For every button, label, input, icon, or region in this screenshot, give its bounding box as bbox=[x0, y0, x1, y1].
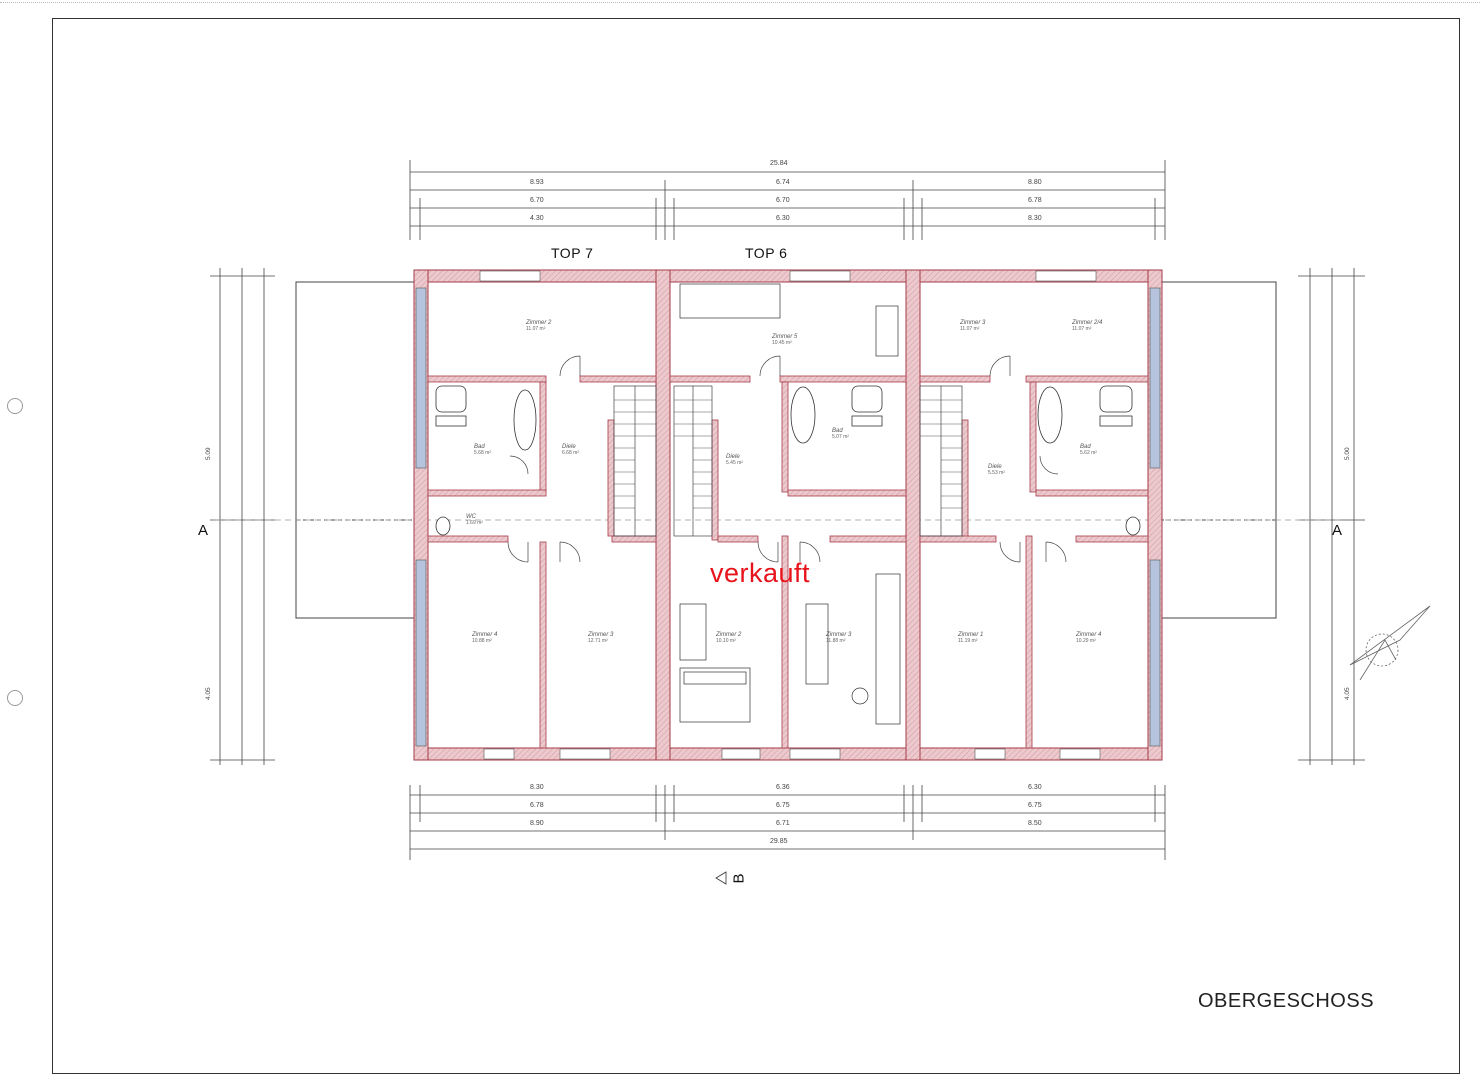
punch-hole-bottom bbox=[7, 690, 23, 706]
dim-bottom-r1-b: 6.36 bbox=[776, 784, 790, 791]
dim-bottom-r3-c: 8.50 bbox=[1028, 820, 1042, 827]
dim-bottom-r2-a: 6.78 bbox=[530, 802, 544, 809]
dim-right-upper: 5.00 bbox=[1344, 447, 1351, 460]
north-arrow-icon bbox=[1349, 605, 1431, 681]
dim-top-r2-b: 6.70 bbox=[776, 197, 790, 204]
dim-top-r1-c: 8.80 bbox=[1028, 179, 1042, 186]
sold-stamp: verkauft bbox=[710, 558, 811, 588]
dim-left-upper: 5.09 bbox=[205, 447, 212, 460]
drawing-frame bbox=[52, 18, 1460, 1074]
dim-top-r2-c: 6.78 bbox=[1028, 197, 1042, 204]
dim-top-r3-c: 8.30 bbox=[1028, 215, 1042, 222]
dim-top-r1-a: 8.93 bbox=[530, 179, 544, 186]
furniture bbox=[679, 283, 901, 725]
section-mark-bottom: B bbox=[730, 873, 748, 884]
dim-bottom-r3-b: 6.71 bbox=[776, 820, 790, 827]
sheet-title: OBERGESCHOSS bbox=[1198, 990, 1375, 1012]
section-mark-right: A bbox=[1332, 522, 1343, 539]
dim-left-lower: 4.05 bbox=[205, 687, 212, 700]
staircases bbox=[613, 385, 963, 537]
dim-top-r3-b: 6.30 bbox=[776, 215, 790, 222]
interior-walls bbox=[427, 375, 1149, 749]
section-mark-left: A bbox=[198, 522, 209, 539]
sheet-top-dashline bbox=[0, 2, 1480, 3]
dim-bottom-r2-b: 6.75 bbox=[776, 802, 790, 809]
windows bbox=[415, 270, 1161, 760]
balconies bbox=[295, 281, 1277, 619]
dim-bottom-r1-c: 6.30 bbox=[1028, 784, 1042, 791]
punch-hole-top bbox=[7, 398, 23, 414]
dim-bottom-r1-a: 8.30 bbox=[530, 784, 544, 791]
dim-top-overall: 25.84 bbox=[770, 160, 788, 167]
bottom-dimension-lines bbox=[409, 785, 1166, 860]
unit-label-top-6: TOP 6 bbox=[745, 245, 788, 261]
dim-bottom-r2-c: 6.75 bbox=[1028, 802, 1042, 809]
dim-bottom-overall: 29.85 bbox=[770, 838, 788, 845]
dim-right-lower: 4.05 bbox=[1344, 687, 1351, 700]
stair-treads bbox=[614, 399, 962, 509]
dim-top-r2-a: 6.70 bbox=[530, 197, 544, 204]
door-swings bbox=[507, 355, 1067, 563]
sanitary-fixtures bbox=[435, 385, 1141, 536]
unit-label-top-7: TOP 7 bbox=[551, 245, 594, 261]
dim-top-r1-b: 6.74 bbox=[776, 179, 790, 186]
section-b-marker bbox=[715, 871, 727, 885]
top-dimension-lines bbox=[409, 160, 1166, 240]
dim-top-r3-a: 4.30 bbox=[530, 215, 544, 222]
dim-bottom-r3-a: 8.90 bbox=[530, 820, 544, 827]
